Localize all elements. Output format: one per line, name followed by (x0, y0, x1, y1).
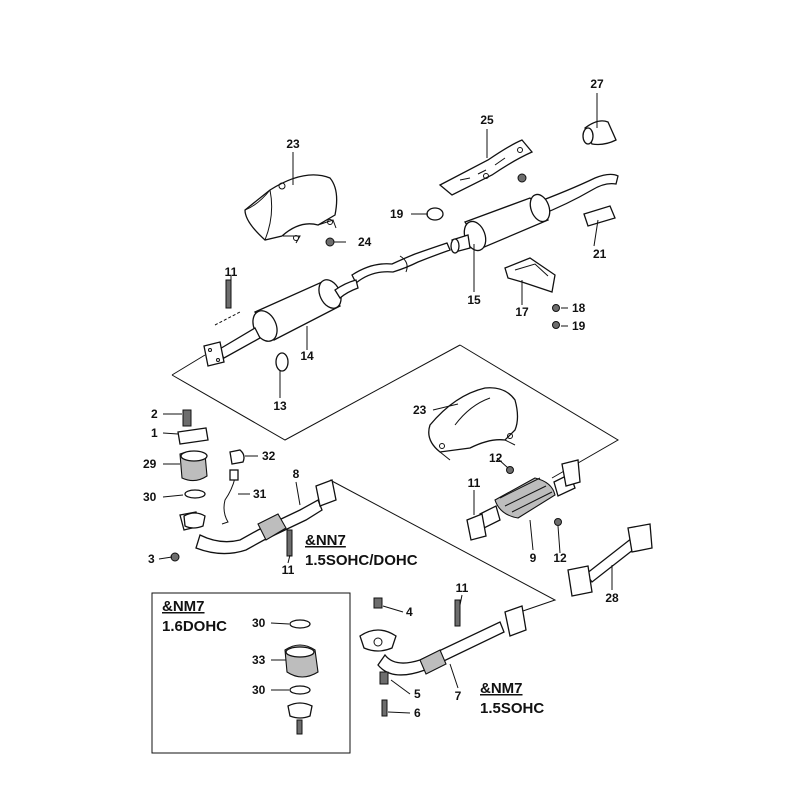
callout-29: 29 (143, 457, 157, 471)
nut-19 (552, 321, 560, 329)
nut-24 (325, 237, 335, 247)
bracket-32 (229, 449, 245, 465)
callout-14: 14 (300, 349, 314, 363)
front-pipe-7 (359, 597, 527, 717)
callout-4: 4 (406, 605, 413, 619)
callout-24: 24 (358, 235, 372, 249)
callout-23: 23 (286, 137, 300, 151)
oxygen-sensor (229, 469, 239, 481)
nm7-dohc-inset-frame (151, 592, 351, 754)
heat-shield-23 (244, 174, 338, 244)
callout-11-lower: 11 (456, 581, 469, 595)
nut-12 (554, 518, 562, 526)
gasket-20 (583, 205, 616, 227)
callout-32: 32 (262, 449, 276, 463)
callout-25: 25 (480, 113, 494, 127)
callout-9: 9 (530, 551, 537, 565)
washer-18 (552, 304, 560, 312)
variant-captions: &NN7 1.5SOHC/DOHC &NM7 1.5SOHC &NM7 1.6D… (162, 532, 544, 717)
callout-30-c: 30 (252, 683, 266, 697)
callout-1: 1 (151, 426, 158, 440)
heat-shield-25 (438, 139, 534, 196)
nm7-dohc-code: &NM7 (162, 598, 205, 615)
nut-3 (170, 552, 180, 562)
callout-8: 8 (293, 467, 300, 481)
callout-28: 28 (605, 591, 619, 605)
nm7-sohc-code: &NM7 (480, 680, 523, 697)
callout-15: 15 (467, 293, 481, 307)
nn7-engine: 1.5SOHC/DOHC (305, 552, 418, 569)
callout-16: 19 (390, 207, 404, 221)
front-pipe-28 (567, 523, 653, 597)
callout-10: 11 (468, 476, 481, 490)
nut-12 (506, 466, 514, 474)
bolt-11 (286, 529, 293, 557)
callout-33: 33 (252, 653, 266, 667)
bolt-11 (225, 279, 232, 309)
nn7-code: &NN7 (305, 532, 346, 549)
callout-labels: 27 25 23 24 19 21 11 14 13 15 17 18 19 2… (143, 77, 619, 720)
oxygen-sensor-wire (221, 477, 236, 525)
lower-section-frame (329, 479, 557, 613)
callout-31: 31 (253, 487, 267, 501)
callout-30-b: 30 (252, 616, 266, 630)
rear-muffler (450, 173, 619, 254)
callout-2: 2 (151, 407, 158, 421)
inset-manifold-stack (284, 619, 319, 735)
callout-7: 7 (455, 689, 462, 703)
catalytic-converter (466, 459, 581, 541)
gasket-13 (275, 352, 289, 372)
callout-21: 23 (413, 403, 427, 417)
hanger-bracket-17 (504, 257, 556, 293)
callout-12-bottom: 12 (553, 551, 567, 565)
intermediate-pipe (351, 242, 451, 285)
callout-20: 21 (593, 247, 607, 261)
callout-18: 18 (572, 301, 586, 315)
callout-30-a: 30 (143, 490, 157, 504)
callout-13: 13 (273, 399, 287, 413)
callout-11-middle: 11 (282, 563, 295, 577)
callout-12-top: 12 (489, 451, 503, 465)
callout-3: 3 (148, 552, 155, 566)
gasket-16 (426, 207, 444, 221)
nm7-sohc-engine: 1.5SOHC (480, 700, 544, 717)
callout-19: 19 (572, 319, 586, 333)
manifold-stack (177, 409, 209, 529)
heat-shield-21 (428, 387, 519, 461)
center-muffler (203, 279, 359, 367)
bolt-11 (454, 599, 461, 627)
nm7-dohc-engine: 1.6DOHC (162, 618, 227, 635)
callout-6: 6 (414, 706, 421, 720)
callout-11-top: 11 (225, 265, 238, 279)
callout-5: 5 (414, 687, 421, 701)
nut-25 (517, 173, 527, 183)
callout-17: 17 (515, 305, 529, 319)
callout-27: 27 (590, 77, 604, 91)
